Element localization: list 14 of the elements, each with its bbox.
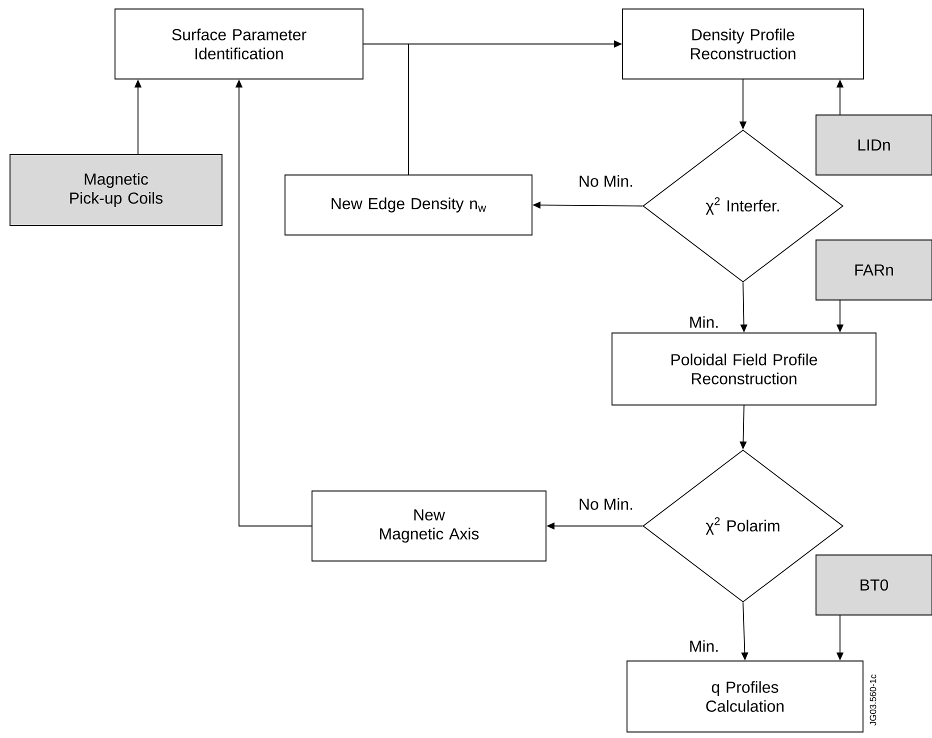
- input-box: LIDn: [816, 114, 932, 176]
- edge-label: Min.: [688, 639, 720, 653]
- input-box: FARn: [816, 240, 932, 300]
- edge-label: Min.: [688, 315, 720, 329]
- process-box: Density Profile Reconstruction: [622, 8, 864, 80]
- edge-label: No Min.: [577, 497, 635, 511]
- process-box: New Edge Density n$_{w}$: [284, 174, 532, 236]
- process-box: Surface Parameter Identification: [114, 8, 364, 80]
- process-box: q Profiles Calculation: [626, 660, 864, 732]
- input-box: BT0: [816, 554, 932, 616]
- process-box: New Magnetic Axis: [312, 490, 546, 562]
- input-box: Magnetic Pick-up Coils: [10, 154, 222, 226]
- edge-label: No Min.: [577, 174, 635, 188]
- process-box: Poloidal Field Profile Reconstruction: [612, 332, 876, 406]
